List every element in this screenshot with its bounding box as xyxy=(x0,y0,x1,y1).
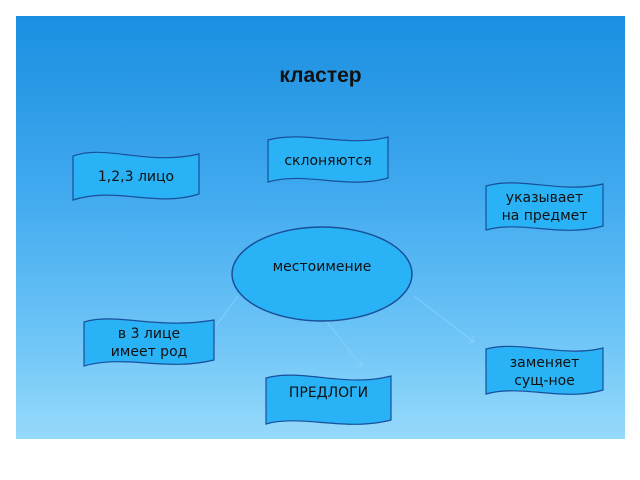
node-flag-points xyxy=(485,182,604,231)
slide-background: кластер местоимение 1,2,3 лицо склоняютс… xyxy=(16,16,625,439)
node-label-face: 1,2,3 лицо xyxy=(97,169,175,185)
connector-arrow-head xyxy=(467,335,475,344)
center-oval xyxy=(231,226,413,322)
diagram-title: кластер xyxy=(279,64,362,87)
node-label-gender: в 3 лице имеет род xyxy=(110,326,188,360)
connector-arrow-head xyxy=(356,359,363,367)
node-flag-face xyxy=(72,151,200,201)
node-label-points: указывает на предмет xyxy=(501,190,588,224)
node-label-replaces: заменяет сущ-ное xyxy=(509,355,580,389)
connector-line xyxy=(215,295,239,327)
node-flag-replaces xyxy=(485,345,604,395)
node-label-decline: склоняются xyxy=(284,153,372,169)
node-label-prepositions: ПРЕДЛОГИ xyxy=(288,385,369,401)
cluster-diagram xyxy=(72,136,604,425)
node-flag-gender xyxy=(83,318,215,367)
node-flag-decline xyxy=(267,136,389,183)
connector-arrow xyxy=(413,295,475,343)
center-label: местоимение xyxy=(272,259,372,275)
node-flag-prepositions xyxy=(265,374,392,425)
connector-arrow xyxy=(325,320,363,367)
